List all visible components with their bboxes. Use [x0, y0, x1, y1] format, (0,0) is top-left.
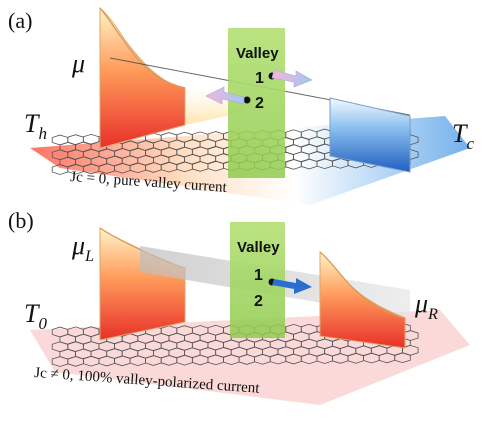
- valley-2-dot-a: [243, 96, 251, 104]
- valley-filter-b: [230, 222, 285, 338]
- chemical-potential-label-a: μ: [71, 49, 85, 78]
- valley-filter-a: [228, 28, 285, 178]
- valley-1-label-b: 1: [254, 267, 263, 284]
- left-reservoir-wall: [99, 227, 186, 341]
- valley-1-arrow-a: [271, 69, 313, 88]
- right-reservoir-curve: [319, 251, 406, 319]
- hot-temperature-label: Th: [24, 109, 47, 143]
- valley-filter-label-b: Valley: [237, 239, 280, 256]
- cold-reservoir-wall: [329, 97, 411, 173]
- lattice-hexagon: [394, 352, 411, 364]
- valley-1-arrow-b: [272, 278, 312, 294]
- panel-a: Valley 1 2 (a) μ Th Tc Jc = 0, pure vall…: [8, 6, 474, 205]
- cold-temperature-label: Tc: [452, 119, 474, 153]
- valley-2-label-a: 2: [255, 95, 264, 112]
- right-potential-label: μR: [414, 289, 438, 323]
- valley-2-label-b: 2: [254, 293, 263, 310]
- reservoir-temperature-label: T0: [24, 299, 47, 333]
- valley-1-label-a: 1: [255, 70, 264, 87]
- panel-b-tag: (b): [8, 208, 34, 233]
- valley-2-arrow-a: [205, 86, 245, 105]
- panel-a-tag: (a): [8, 8, 32, 33]
- hot-reservoir-wall: [99, 6, 186, 149]
- panel-b: Valley 1 2 (b) μL μR T0 Jc ≠ 0, 100% val…: [8, 208, 470, 405]
- valley-filter-label-a: Valley: [236, 45, 279, 62]
- left-potential-label: μL: [71, 231, 94, 265]
- hot-reservoir-distribution-curve: [99, 7, 186, 89]
